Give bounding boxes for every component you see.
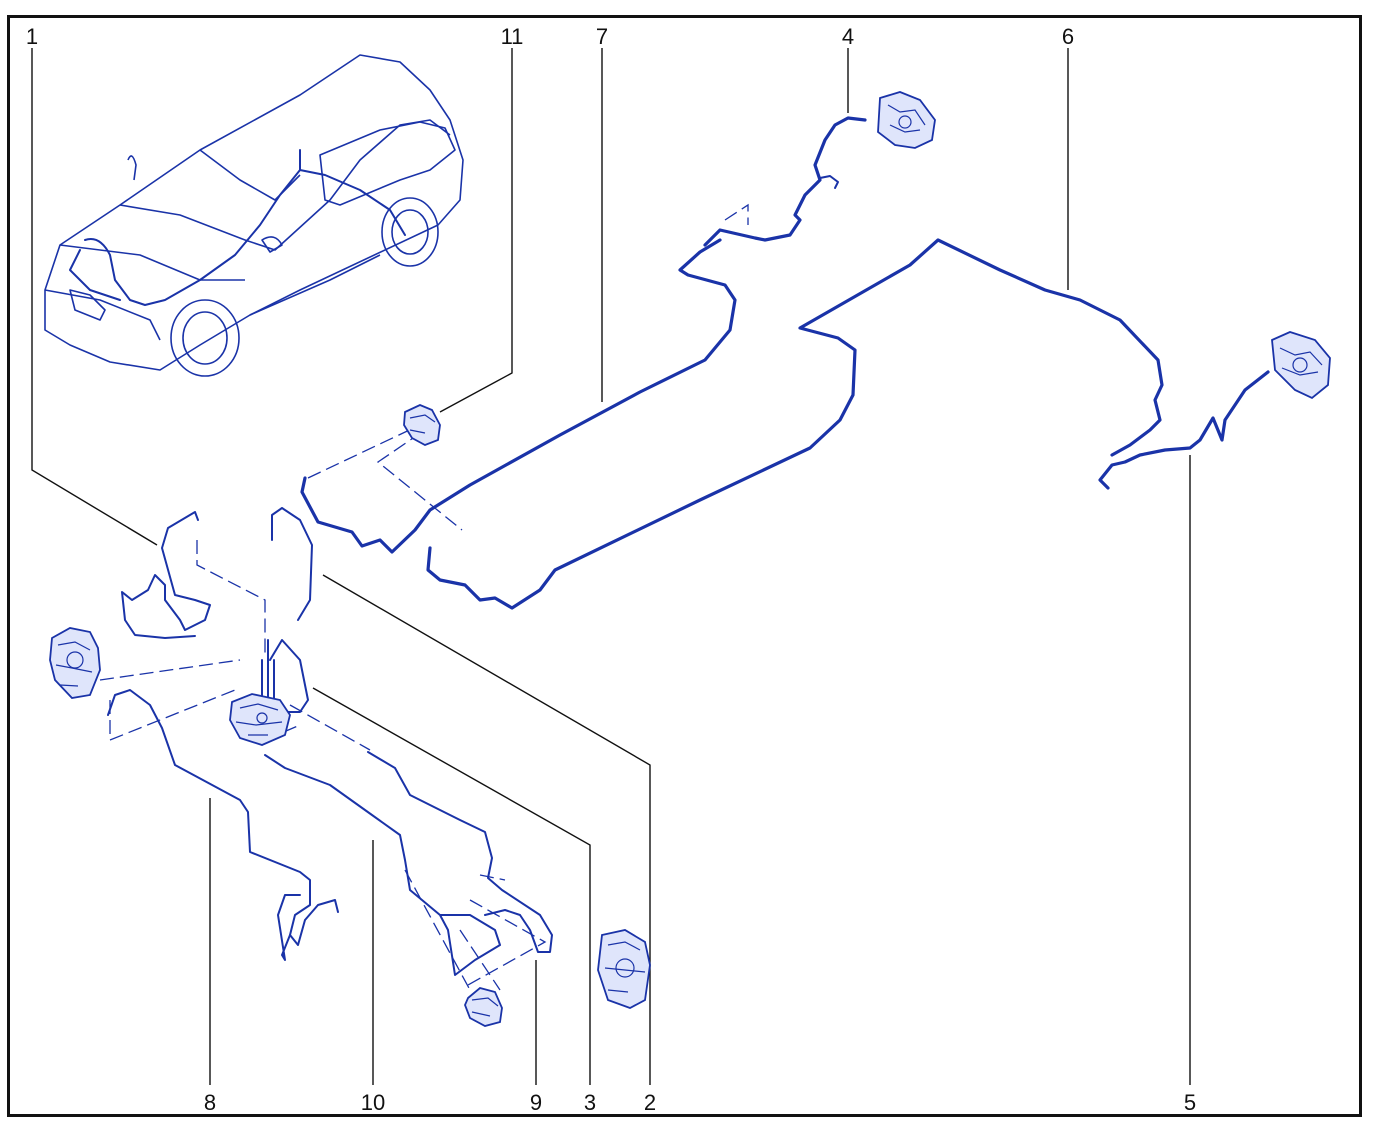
callout-labels: 1 11 7 4 6 8 10 9 3 2 5 — [26, 24, 1196, 1115]
callout-10: 10 — [361, 1090, 385, 1115]
callout-11: 11 — [501, 24, 524, 49]
callout-3: 3 — [584, 1090, 596, 1115]
leader-11 — [439, 48, 513, 413]
abs-hydraulic-unit-icon — [229, 693, 291, 746]
junction-valve-icon — [464, 987, 503, 1027]
callout-4: 4 — [842, 24, 854, 49]
brake-pipe-8 — [107, 689, 339, 946]
leader-3 — [312, 687, 591, 1085]
junction-valve-icon — [403, 404, 441, 446]
brake-pipe-7 — [300, 238, 737, 554]
brake-pipe-riser — [261, 639, 275, 701]
leader-2 — [322, 574, 651, 1085]
brake-caliper-icon — [49, 627, 101, 699]
brake-caliper-icon — [597, 929, 651, 1009]
brake-pipe-10 — [264, 754, 501, 976]
callout-5: 5 — [1184, 1090, 1196, 1115]
callout-8: 8 — [204, 1090, 216, 1115]
connection-dashes — [99, 424, 547, 991]
brake-caliper-icon — [1271, 331, 1331, 400]
leader-1 — [31, 48, 158, 546]
diagram-frame — [7, 15, 1362, 1117]
callout-9: 9 — [530, 1090, 542, 1115]
brake-pipe-6 — [426, 238, 1164, 610]
callout-7: 7 — [596, 24, 608, 49]
callout-1: 1 — [26, 24, 38, 49]
brake-pipe-4-branch — [819, 175, 839, 189]
brake-pipe-3 — [269, 639, 309, 713]
brake-caliper-icon — [877, 91, 936, 149]
callout-6: 6 — [1062, 24, 1074, 49]
callout-2: 2 — [644, 1090, 656, 1115]
brake-pipe-1 — [121, 511, 211, 639]
brake-pipe-9 — [367, 751, 553, 953]
brake-pipe-2 — [271, 507, 313, 621]
brake-pipe-4 — [703, 116, 867, 247]
vehicle-icon — [44, 54, 464, 377]
brake-pipe-5 — [1098, 370, 1270, 490]
leader-lines — [31, 48, 1191, 1085]
